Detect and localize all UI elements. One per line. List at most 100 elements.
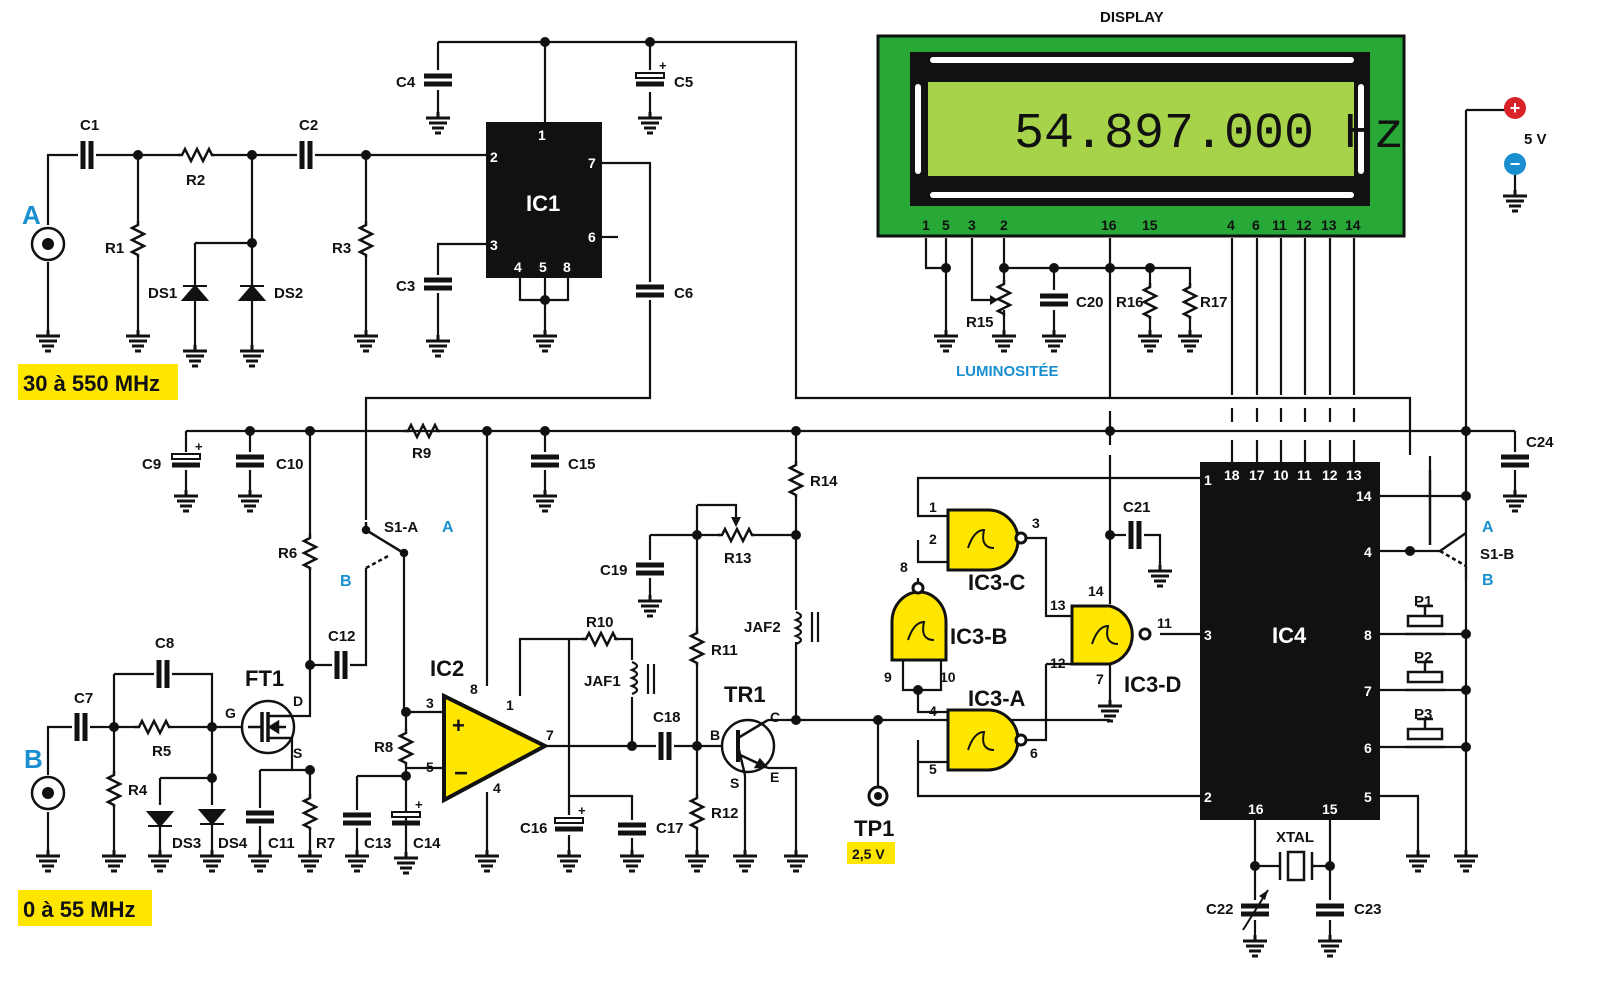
label-r7: R7	[316, 835, 335, 852]
svg-text:3: 3	[1032, 515, 1040, 531]
svg-text:S: S	[730, 775, 739, 791]
label-r8: R8	[374, 739, 393, 756]
label-r14: R14	[810, 473, 838, 490]
svg-text:+: +	[1510, 98, 1521, 118]
label-c2: C2	[299, 117, 318, 134]
display-pin: 14	[1345, 217, 1361, 233]
svg-text:7: 7	[1096, 671, 1104, 687]
label-c18: C18	[653, 709, 681, 726]
label-c11: C11	[268, 835, 295, 852]
svg-text:+: +	[452, 713, 465, 738]
gate-ic3-c	[946, 508, 1028, 572]
ic2-pin: 1	[506, 697, 514, 713]
gate-ic3-b	[890, 581, 948, 662]
svg-text:S: S	[293, 745, 302, 761]
ic4-pin: 15	[1322, 801, 1338, 817]
label-r3: R3	[332, 240, 351, 257]
switch-s1a[interactable]	[361, 522, 409, 570]
svg-text:G: G	[225, 705, 236, 721]
range-a-highlight	[18, 364, 178, 400]
ic4-pin: 2	[1204, 789, 1212, 805]
label-c15: C15	[568, 456, 596, 473]
display-pin: 1	[922, 217, 930, 233]
switch-s1a-pos-b: B	[340, 573, 352, 590]
gate-ic3-a	[946, 708, 1028, 772]
power-positive-terminal[interactable]: +	[1504, 97, 1526, 119]
ic1-pins: 1 2 3 7 6 4 5 8	[490, 127, 596, 275]
svg-text:10: 10	[940, 669, 956, 685]
ic1-pin: 7	[588, 155, 596, 171]
bnc-connector-b[interactable]	[30, 775, 66, 811]
ic4-pin: 14	[1356, 488, 1372, 504]
label-r9: R9	[412, 445, 431, 462]
ic1-pin: 6	[588, 229, 596, 245]
svg-text:14: 14	[1088, 583, 1104, 599]
switch-s1b[interactable]	[1428, 470, 1467, 568]
svg-text:−: −	[454, 760, 468, 787]
luminosity-label: LUMINOSITÉE	[956, 363, 1059, 380]
display-pin: 13	[1321, 217, 1337, 233]
label-jaf1: JAF1	[584, 673, 621, 690]
display-pin-numbers: 1 5 3 2 16 15 4 6 11 12 13 14	[922, 217, 1361, 233]
ic4-pin: 17	[1249, 467, 1265, 483]
label-r11: R11	[711, 642, 738, 659]
ic2-pin: 8	[470, 681, 478, 697]
label-ds1: DS1	[148, 285, 177, 302]
label-r12: R12	[711, 805, 739, 822]
svg-text:5: 5	[929, 761, 937, 777]
label-c9: C9	[142, 456, 161, 473]
label-c20: C20	[1076, 294, 1104, 311]
switch-s1b-pos-b: B	[1482, 572, 1494, 589]
bnc-connector-a[interactable]	[30, 226, 66, 262]
tr1-transistor	[720, 718, 776, 776]
label-c4: C4	[396, 74, 416, 91]
testpoint-tp1[interactable]	[867, 785, 889, 807]
capacitors	[77, 58, 1529, 931]
ic2-pin: 7	[546, 727, 554, 743]
resistors	[106, 147, 1198, 832]
svg-text:−: −	[1510, 154, 1521, 174]
label-ds4: DS4	[218, 835, 248, 852]
input-a-range: 30 à 550 MHz	[23, 371, 160, 396]
ft1-label: FT1	[245, 666, 284, 691]
label-p1: P1	[1414, 593, 1432, 610]
gate-ic3-c-label: IC3-C	[968, 570, 1026, 595]
button-p1[interactable]	[1405, 604, 1445, 636]
svg-text:8: 8	[900, 559, 908, 575]
power-negative-terminal[interactable]: −	[1504, 153, 1526, 175]
button-p3[interactable]	[1405, 717, 1445, 749]
svg-text:4: 4	[929, 703, 937, 719]
svg-text:9: 9	[884, 669, 892, 685]
ic1-pin: 5	[539, 259, 547, 275]
ic4-chip	[1200, 462, 1380, 820]
lcd-display	[876, 34, 1406, 238]
switch-s1b-label: S1-B	[1480, 546, 1514, 563]
ic2-pin: 3	[426, 695, 434, 711]
ic2-name: IC2	[430, 656, 464, 681]
ic1-pin: 4	[514, 259, 522, 275]
label-c24: C24	[1526, 434, 1554, 451]
display-pin: 4	[1227, 217, 1235, 233]
display-pin: 6	[1252, 217, 1260, 233]
label-r4: R4	[128, 782, 148, 799]
switch-s1a-pos-a: A	[442, 519, 454, 536]
display-pin: 16	[1101, 217, 1117, 233]
ic4-pin: 7	[1364, 683, 1372, 699]
label-jaf2: JAF2	[744, 619, 781, 636]
label-r6: R6	[278, 545, 297, 562]
ic4-pin: 13	[1346, 467, 1362, 483]
display-pin: 15	[1142, 217, 1158, 233]
display-pin: 5	[942, 217, 950, 233]
label-c13: C13	[364, 835, 392, 852]
button-p2[interactable]	[1405, 660, 1445, 692]
ic4-pin: 16	[1248, 801, 1264, 817]
ic2-pin: 4	[493, 780, 501, 796]
ic4-pin: 10	[1273, 467, 1289, 483]
svg-text:13: 13	[1050, 597, 1066, 613]
label-r17: R17	[1200, 294, 1228, 311]
label-r16: R16	[1116, 294, 1144, 311]
display-reading: 54.897.000 Hz	[1014, 106, 1404, 163]
